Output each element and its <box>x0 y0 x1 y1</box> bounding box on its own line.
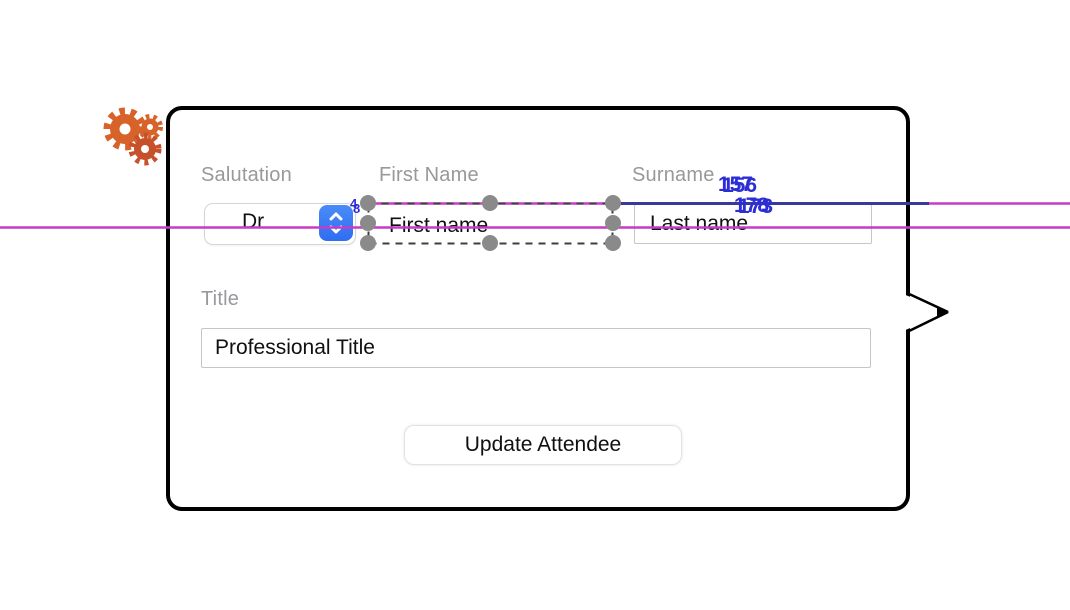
settings-gears-icon <box>103 107 163 166</box>
gear-small <box>137 114 163 140</box>
first-name-label: First Name <box>379 164 479 186</box>
attendee-popover: Salutation First Name Surname Dr First n… <box>166 106 910 511</box>
salutation-value: Dr <box>242 210 265 233</box>
gear-medium <box>128 132 162 166</box>
surname-label: Surname <box>632 164 715 186</box>
salutation-stepper-button[interactable] <box>319 205 353 241</box>
surname-field[interactable]: Last name <box>634 204 872 244</box>
popover-arrow <box>903 291 949 334</box>
title-field[interactable]: Professional Title <box>201 328 871 368</box>
salutation-label: Salutation <box>201 164 292 186</box>
update-attendee-button[interactable]: Update Attendee <box>404 425 682 465</box>
update-attendee-button-label: Update Attendee <box>464 433 622 456</box>
first-name-field-text[interactable]: First name <box>389 214 489 237</box>
title-label: Title <box>201 288 240 310</box>
salutation-popup[interactable]: Dr <box>204 203 356 245</box>
up-down-chevrons-icon <box>329 212 343 234</box>
